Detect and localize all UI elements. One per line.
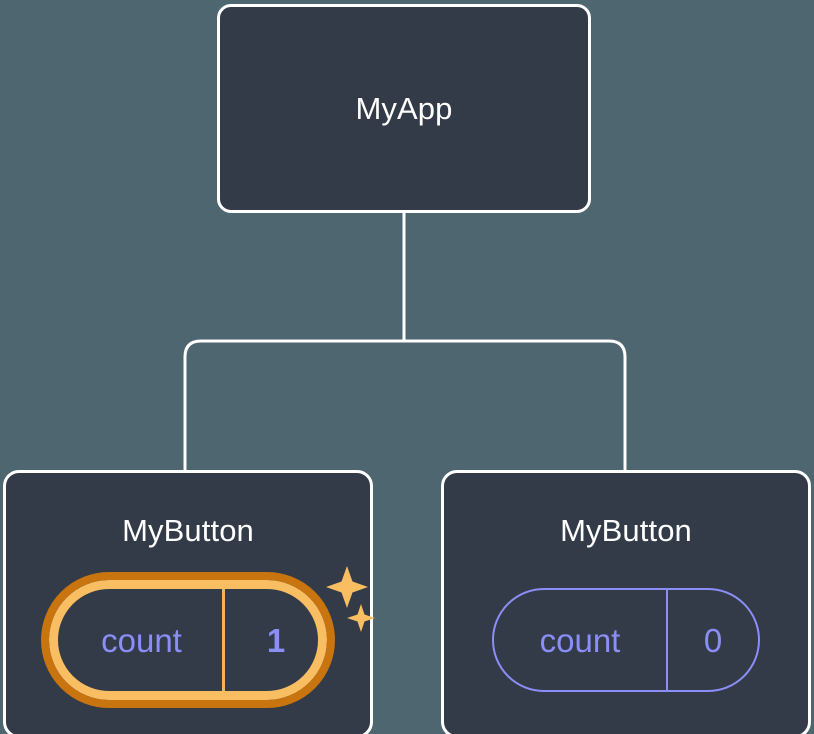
component-node-label: MyButton: [122, 513, 254, 548]
state-name: count: [49, 580, 225, 700]
component-node-mybutton-left[interactable]: MyButton count 1: [3, 470, 375, 734]
connector-branch-left: [183, 339, 404, 472]
state-name: count: [494, 590, 668, 690]
component-node-mybutton-right[interactable]: MyButton count 0: [441, 470, 811, 734]
component-node-label: MyApp: [355, 91, 453, 126]
component-node-label: MyButton: [560, 513, 692, 548]
state-hook-wrapper: count 1: [41, 566, 375, 708]
state-hook-wrapper: count 0: [492, 588, 760, 692]
state-hook-pill-highlighted[interactable]: count 1: [41, 572, 335, 708]
state-value: 1: [266, 621, 286, 659]
state-hook-pill[interactable]: count 0: [492, 588, 760, 692]
component-node-myapp[interactable]: MyApp: [217, 4, 591, 213]
sparkle-large-icon: [326, 566, 368, 608]
connector-branch-right: [404, 339, 627, 472]
state-value: 0: [703, 621, 723, 659]
sparkle-small-icon: [347, 604, 375, 632]
state-hook-body: count 1: [49, 580, 327, 700]
